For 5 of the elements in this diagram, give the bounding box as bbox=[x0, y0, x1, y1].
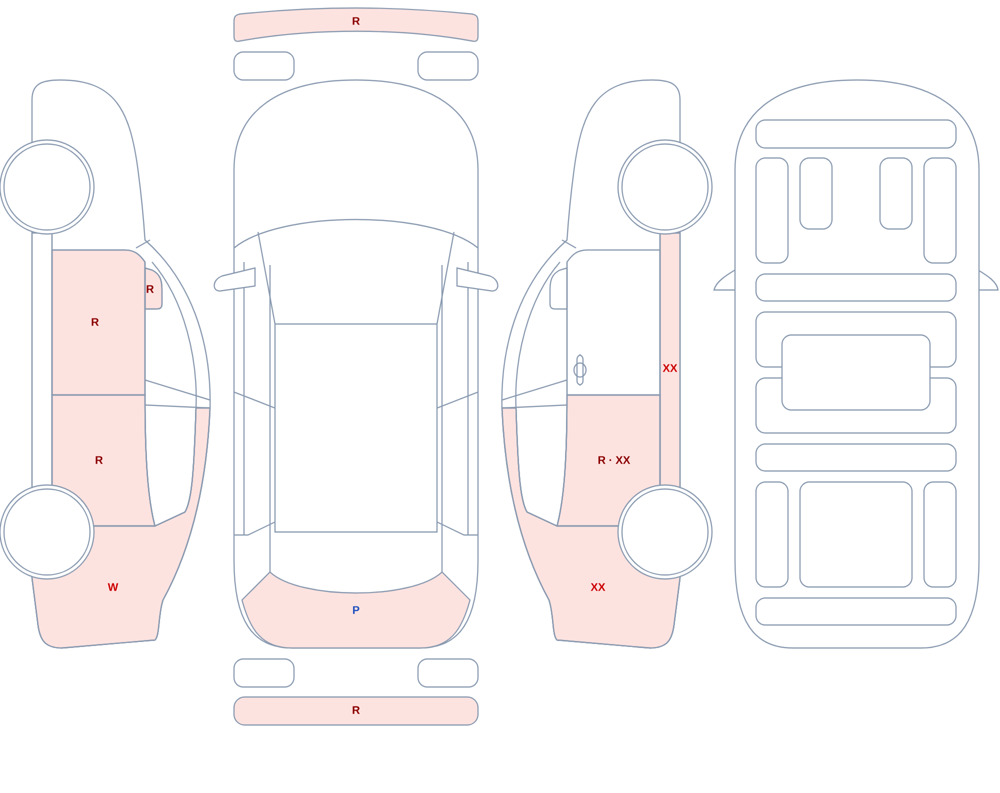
damaged-panel: R bbox=[233, 7, 479, 42]
damaged-panel: P bbox=[241, 571, 471, 649]
damaged-panel: XX bbox=[659, 232, 681, 491]
damaged-panel: R bbox=[233, 696, 479, 726]
damaged-panel: R bbox=[51, 249, 146, 396]
